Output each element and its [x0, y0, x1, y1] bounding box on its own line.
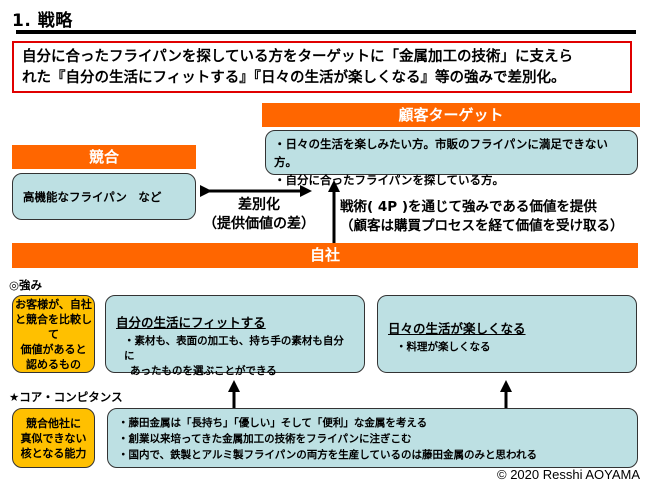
competitor-header: 競合 [12, 145, 196, 169]
definition-line: お客様が、自社 [15, 297, 92, 311]
differentiation-subtitle: （提供価値の差） [203, 216, 315, 232]
core-item: ・創業以来培ってきた金属加工の技術をフライパンに注ぎこむ [118, 433, 412, 445]
core-item: ・国内で、鉄製とアルミ製フライパンの両方を生産しているのは藤田金属のみと思われる [118, 449, 537, 461]
definition-line: 核となる能力 [20, 446, 87, 460]
definition-line: 価値があると [20, 342, 87, 356]
definition-line: 競合他社に [26, 416, 81, 430]
strength-item: ・料理が楽しくなる [396, 341, 491, 353]
competitor-box: 高機能なフライパン など [12, 173, 196, 220]
strategy-line: （顧客は購買プロセスを経て価値を受け取る） [340, 218, 624, 234]
definition-line: 真似できない [20, 431, 87, 445]
core-item: ・藤田金属は「長持ち」「優しい」そして「便利」な金属を考える [118, 417, 428, 429]
strength-item: ・素材も、表面の加工も、持ち手の素材も自分に [124, 335, 344, 362]
copyright-notice: © 2020 Resshi AOYAMA [497, 467, 641, 482]
strength-item: あったものを選ぶことができる [130, 365, 277, 377]
summary-line: 自分に合ったフライパンを探している方をターゲットに「金属加工の技術」に支えら [22, 49, 573, 65]
title-divider [16, 30, 636, 34]
strategy-summary: 自分に合ったフライパンを探している方をターゲットに「金属加工の技術」に支えら れ… [12, 41, 632, 93]
company-header: 自社 [12, 243, 638, 268]
strength-card-fit: 自分の生活にフィットする ・素材も、表面の加工も、持ち手の素材も自分に あったも… [105, 295, 365, 377]
core-competence-definition: 競合他社に 真似できない 核となる能力 [12, 408, 95, 468]
strategy-label: 戦術( 4P )を通じて強みである価値を提供 （顧客は購買プロセスを経て価値を受… [340, 198, 624, 236]
page-title: 1. 戦略 [12, 11, 73, 31]
customer-target-header: 顧客ターゲット [262, 103, 640, 127]
differentiation-title: 差別化 [238, 197, 280, 213]
strength-heading: 自分の生活にフィットする [116, 315, 266, 330]
strengths-definition: お客様が、自社 と競合を比較して 価値があると 認めるもの [12, 295, 95, 373]
core-competence-section-label: ★コア・コンピタンス [9, 390, 123, 404]
strength-card-enjoy: 日々の生活が楽しくなる ・料理が楽しくなる [377, 295, 637, 373]
target-item: ・日々の生活を楽しみたい方。市販のフライパンに満足できない方。 [274, 137, 608, 169]
strategy-line: 戦術( 4P )を通じて強みである価値を提供 [340, 199, 597, 215]
strength-heading: 日々の生活が楽しくなる [388, 321, 526, 336]
strengths-section-label: ◎強み [9, 278, 43, 292]
definition-line: と競合を比較して [15, 312, 92, 341]
differentiation-label: 差別化 （提供価値の差） [200, 196, 318, 234]
core-competence-box: ・藤田金属は「長持ち」「優しい」そして「便利」な金属を考える ・創業以来培ってき… [107, 408, 638, 468]
summary-line: れた『自分の生活にフィットする』『日々の生活が楽しくなる』等の強みで差別化。 [22, 70, 566, 86]
definition-line: 認めるもの [26, 357, 81, 371]
